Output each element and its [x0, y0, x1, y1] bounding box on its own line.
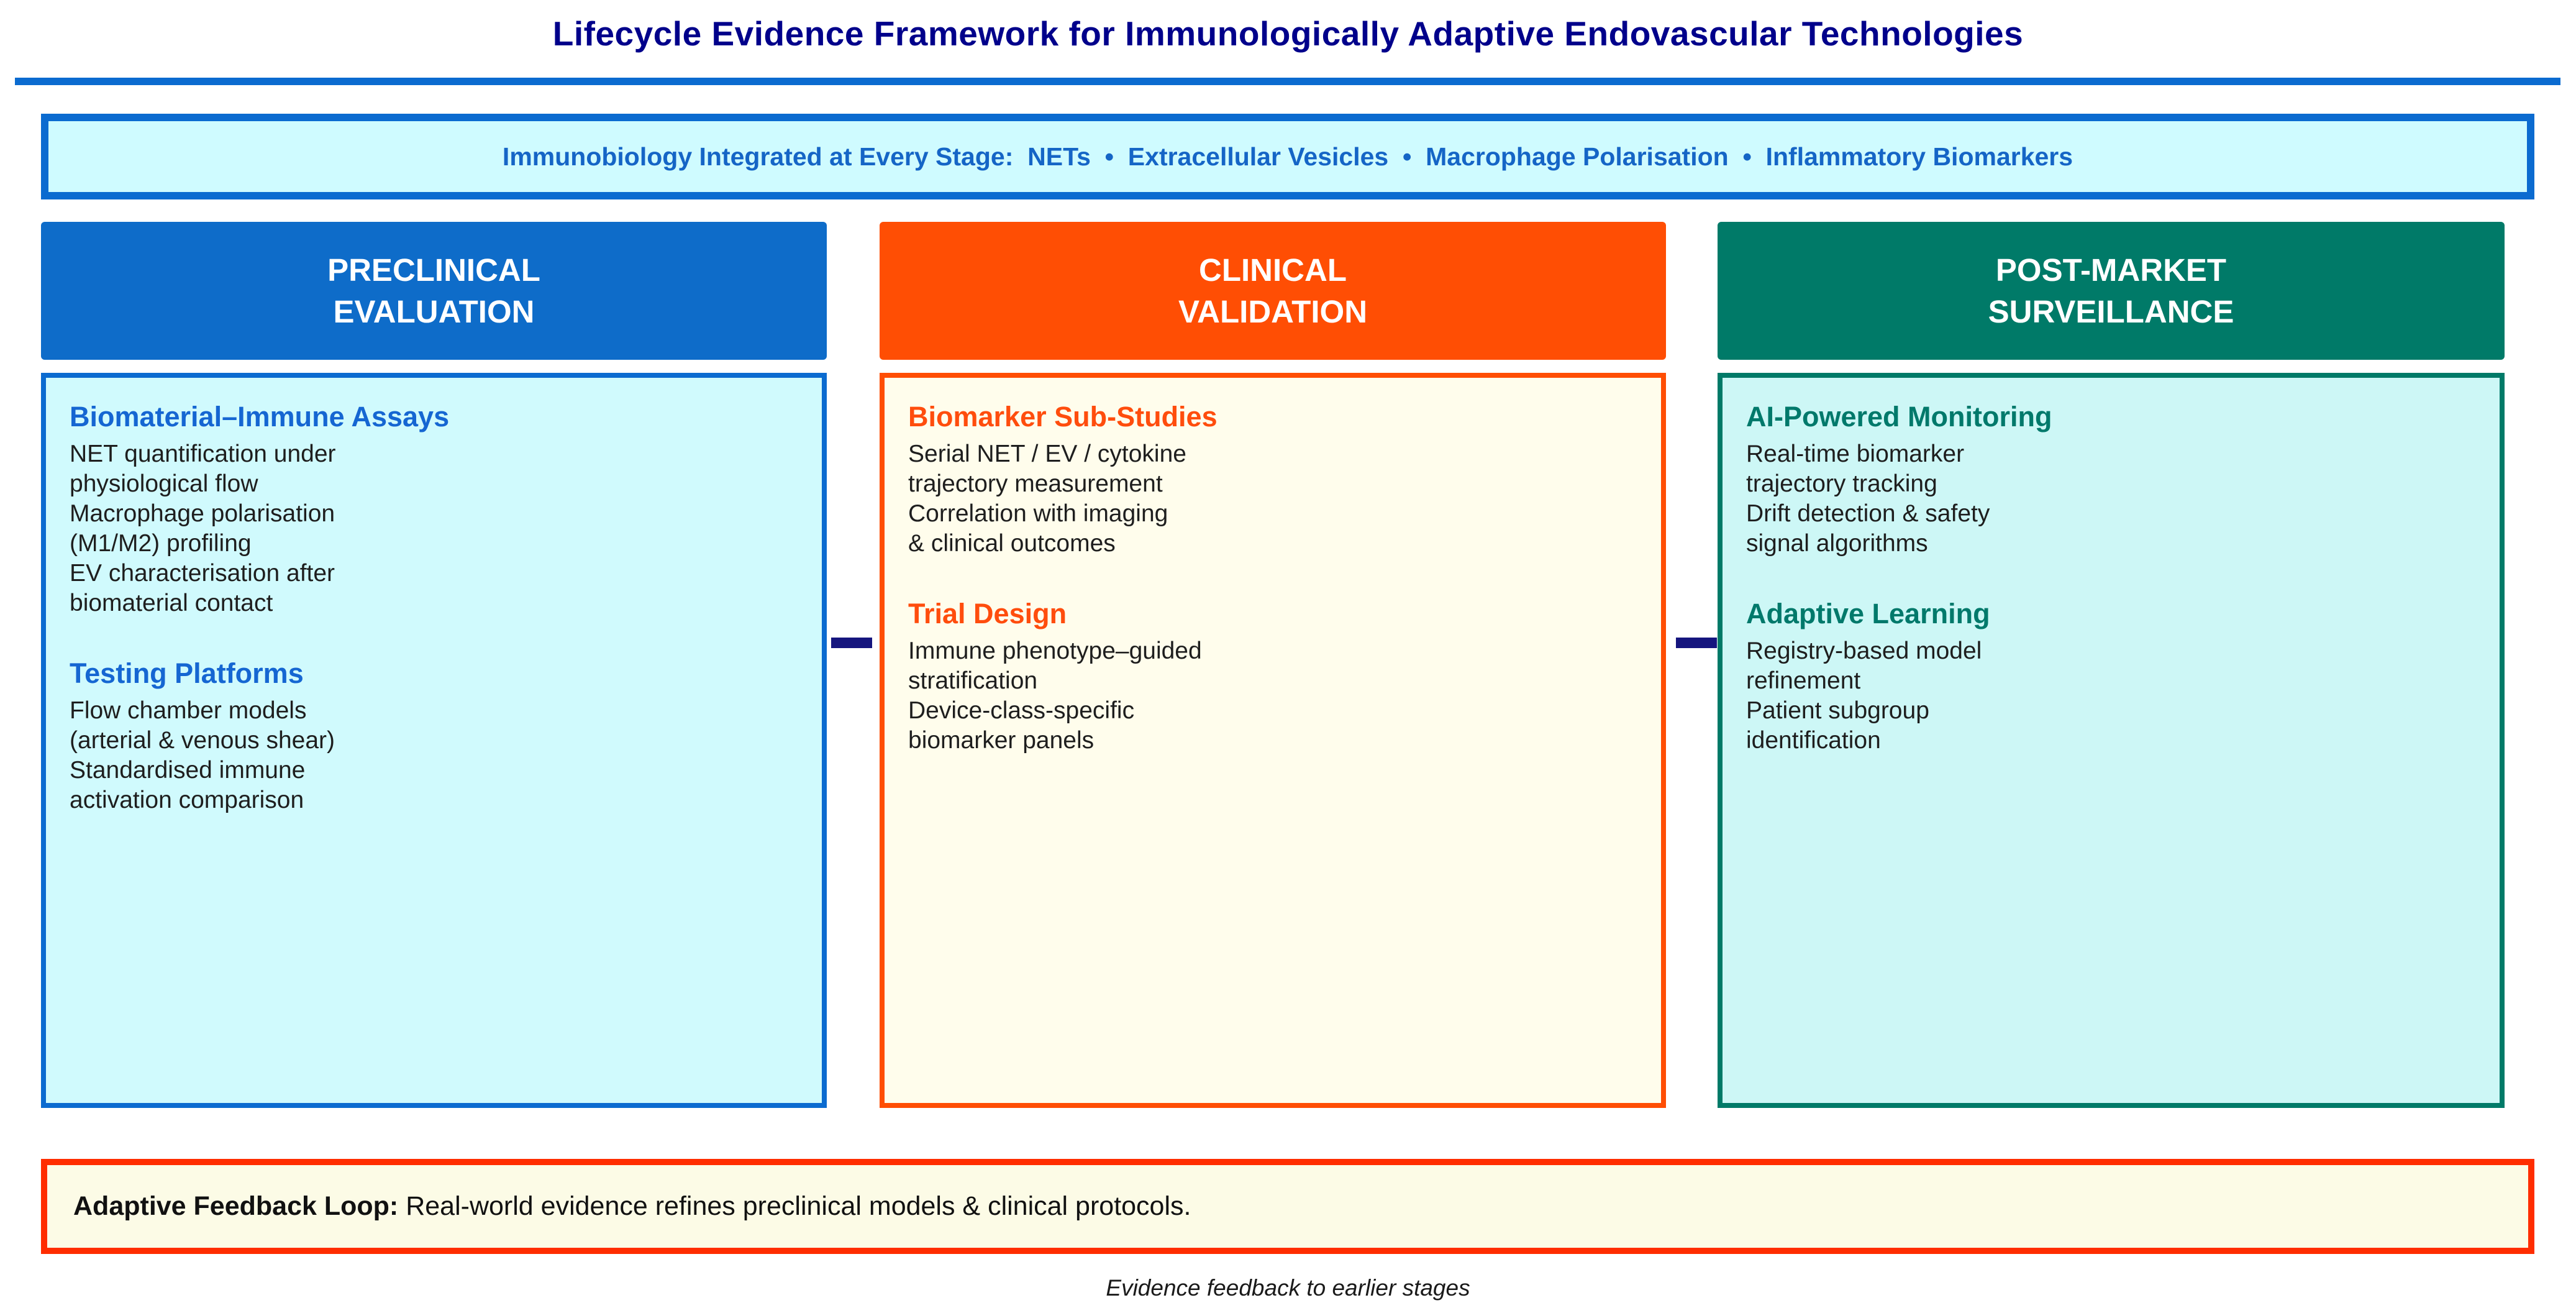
title-divider-rule — [15, 78, 2560, 85]
section-testing-platforms: Testing Platforms Flow chamber models (a… — [70, 654, 798, 815]
preclinical-header-line2: EVALUATION — [333, 294, 535, 329]
section-ai-powered-monitoring: AI-Powered Monitoring Real-time biomarke… — [1746, 398, 2476, 559]
section-heading: Testing Platforms — [70, 657, 304, 689]
section-line: Serial NET / EV / cytokine — [908, 441, 1186, 467]
section-line: Registry-based model — [1746, 638, 1982, 664]
section-heading: Trial Design — [908, 598, 1067, 629]
section-line: biomarker panels — [908, 727, 1095, 754]
section-line: Standardised immune — [70, 757, 306, 784]
section-line: physiological flow — [70, 470, 258, 497]
section-line: Correlation with imaging — [908, 500, 1168, 527]
section-line: stratification — [908, 667, 1038, 694]
flow-connector-clinical-to-postmarket — [1676, 638, 1717, 648]
section-line: Drift detection & safety — [1746, 500, 1990, 527]
section-line: biomaterial contact — [70, 590, 273, 616]
post-market-header-line1: POST-MARKET — [1995, 252, 2227, 288]
section-heading: AI-Powered Monitoring — [1746, 401, 2052, 432]
immunobiology-banner: Immunobiology Integrated at Every Stage:… — [41, 114, 2534, 199]
section-heading: Adaptive Learning — [1746, 598, 1990, 629]
clinical-header-line2: VALIDATION — [1178, 294, 1368, 329]
preclinical-content-box: Biomaterial–Immune Assays NET quantifica… — [41, 373, 827, 1108]
post-market-header-line2: SURVEILLANCE — [1988, 294, 2234, 329]
section-line: refinement — [1746, 667, 1861, 694]
feedback-label: Adaptive Feedback Loop: — [73, 1191, 399, 1221]
clinical-header-line1: CLINICAL — [1199, 252, 1347, 288]
section-trial-design: Trial Design Immune phenotype–guided str… — [908, 595, 1637, 756]
clinical-header-bar: CLINICAL VALIDATION — [880, 222, 1666, 360]
section-biomaterial-immune-assays: Biomaterial–Immune Assays NET quantifica… — [70, 398, 798, 618]
feedback-text: Real-world evidence refines preclinical … — [398, 1191, 1191, 1221]
section-line: Macrophage polarisation — [70, 500, 335, 527]
preclinical-header-bar: PRECLINICAL EVALUATION — [41, 222, 827, 360]
section-heading: Biomarker Sub-Studies — [908, 401, 1217, 432]
section-biomarker-sub-studies: Biomarker Sub-Studies Serial NET / EV / … — [908, 398, 1637, 559]
section-line: & clinical outcomes — [908, 530, 1116, 557]
diagram-title: Lifecycle Evidence Framework for Immunol… — [552, 14, 2024, 53]
section-line: signal algorithms — [1746, 530, 1928, 557]
section-line: Flow chamber models — [70, 697, 307, 724]
preclinical-header-line1: PRECLINICAL — [327, 252, 540, 288]
section-heading: Biomaterial–Immune Assays — [70, 401, 450, 432]
evidence-feedback-caption: Evidence feedback to earlier stages — [1106, 1275, 1470, 1301]
section-line: Immune phenotype–guided — [908, 638, 1202, 664]
section-line: activation comparison — [70, 787, 304, 813]
section-line: NET quantification under — [70, 441, 336, 467]
adaptive-feedback-loop-box: Adaptive Feedback Loop: Real-world evide… — [41, 1159, 2534, 1254]
section-line: EV characterisation after — [70, 560, 335, 587]
flow-connector-preclinical-to-clinical — [831, 638, 872, 648]
section-line: trajectory measurement — [908, 470, 1163, 497]
post-market-header-bar: POST-MARKET SURVEILLANCE — [1718, 222, 2505, 360]
section-line: identification — [1746, 727, 1881, 754]
immunobiology-banner-text: Immunobiology Integrated at Every Stage:… — [502, 142, 2073, 171]
section-line: Real-time biomarker — [1746, 441, 1965, 467]
post-market-content-box: AI-Powered Monitoring Real-time biomarke… — [1718, 373, 2505, 1108]
section-adaptive-learning: Adaptive Learning Registry-based model r… — [1746, 595, 2476, 756]
clinical-content-box: Biomarker Sub-Studies Serial NET / EV / … — [880, 373, 1666, 1108]
section-line: Device-class-specific — [908, 697, 1135, 724]
section-line: trajectory tracking — [1746, 470, 1937, 497]
section-line: Patient subgroup — [1746, 697, 1929, 724]
section-line: (arterial & venous shear) — [70, 727, 335, 754]
section-line: (M1/M2) profiling — [70, 530, 252, 557]
